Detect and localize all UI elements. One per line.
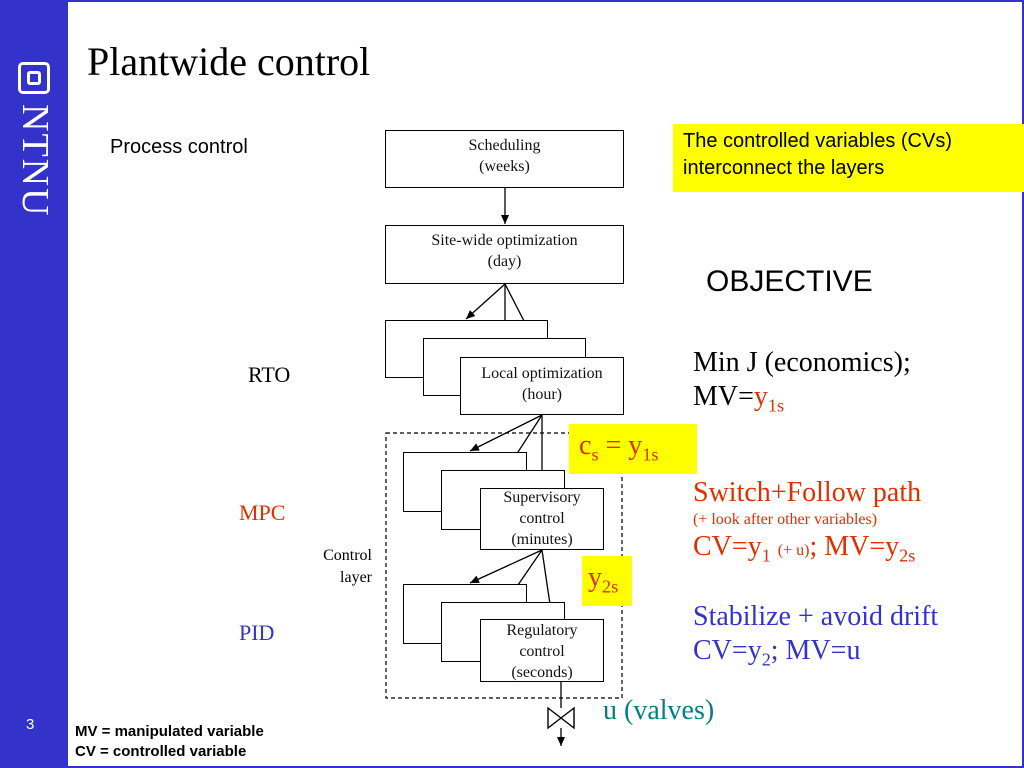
- cs-eq: = y: [598, 430, 643, 461]
- scheduling-box: [385, 130, 624, 188]
- regulatory-time: (seconds): [511, 664, 573, 681]
- rto-y: y: [753, 381, 768, 412]
- objective-heading: OBJECTIVE: [706, 265, 873, 298]
- cs-c: c: [579, 430, 592, 461]
- supervisory-label: Supervisory control (minutes): [480, 487, 604, 550]
- frame-right: [1022, 0, 1024, 768]
- mpc-objective-line-1: Switch+Follow path: [693, 477, 922, 508]
- page-title: Plantwide control: [87, 39, 371, 84]
- legend-cv: CV = controlled variable: [75, 743, 247, 760]
- pid-cv-sub: 2: [761, 649, 771, 670]
- sitewide-text: Site-wide optimization: [431, 232, 578, 249]
- sidebar: NTNU 3: [0, 0, 68, 768]
- pid-label: PID: [239, 620, 275, 645]
- mpc-mv: ; MV=y: [809, 531, 900, 562]
- frame-top: [68, 0, 1024, 2]
- pid-mv: ; MV=u: [770, 635, 861, 666]
- mpc-cv: CV=y: [693, 531, 762, 562]
- mpc-objective-line-3: CV=y1 (+ u); MV=y2s: [693, 530, 921, 573]
- supervisory-text: Supervisory: [503, 489, 581, 506]
- cs-signal: cs = y1s: [569, 424, 697, 474]
- cs-sub: 1s: [642, 444, 659, 465]
- page-number: 3: [26, 716, 35, 733]
- regulatory-label: Regulatory control (seconds): [480, 620, 604, 683]
- regulatory-box: [480, 619, 604, 682]
- rto-mv: MV=: [693, 381, 754, 412]
- valves-label: u (valves): [603, 695, 715, 726]
- local-text: Local optimization: [481, 365, 603, 382]
- cs-c-sub: s: [591, 444, 599, 465]
- rto-objective-line-1: Min J (economics);: [693, 347, 911, 378]
- mpc-mv-sub: 2s: [899, 545, 916, 566]
- local-box: [460, 357, 624, 415]
- frame-bottom: [68, 766, 1024, 768]
- scheduling-text: Scheduling: [468, 137, 541, 154]
- y2s-y: y: [588, 562, 602, 593]
- pid-objective-line-1: Stabilize + avoid drift: [693, 601, 939, 632]
- sitewide-time: (day): [487, 253, 522, 270]
- arrow: [469, 549, 543, 584]
- supervisory-box: [480, 488, 604, 550]
- pid-objective-line-2: CV=y2; MV=u: [693, 634, 938, 677]
- cv-note-line-2: interconnect the layers: [683, 157, 885, 179]
- subtitle: Process control: [110, 136, 248, 158]
- rto-objective-line-2: MV=y1s: [693, 380, 911, 423]
- control-layer-text: Control: [323, 547, 372, 564]
- y2s-sub: 2s: [602, 576, 619, 597]
- cv-note: The controlled variables (CVs) interconn…: [673, 124, 1024, 192]
- legend-mv: MV = manipulated variable: [75, 723, 264, 740]
- pid-cv: CV=y: [693, 635, 762, 666]
- scheduling-time: (weeks): [479, 158, 530, 175]
- ntnu-logo-icon: [18, 62, 50, 94]
- rto-label: RTO: [248, 362, 291, 387]
- local-time: (hour): [522, 386, 562, 403]
- cv-note-line-1: The controlled variables (CVs): [683, 130, 952, 152]
- pid-objective: Stabilize + avoid drift CV=y2; MV=u: [693, 600, 938, 677]
- mpc-cv-sub: 1: [761, 545, 771, 566]
- y2s-signal: y2s: [582, 556, 632, 606]
- mpc-small: (+ u): [777, 542, 810, 559]
- sitewide-label: Site-wide optimization (day): [385, 230, 624, 272]
- arrow: [469, 414, 543, 452]
- local-label: Local optimization (hour): [460, 363, 624, 405]
- supervisory-time: (minutes): [511, 531, 573, 548]
- mpc-objective-line-2: (+ look after other variables): [693, 511, 878, 528]
- legend: MV = manipulated variable CV = controlle…: [75, 722, 264, 762]
- control-layer-box: [385, 432, 623, 699]
- scheduling-label: Scheduling (weeks): [385, 135, 624, 177]
- regulatory-text-2: control: [519, 643, 565, 660]
- mpc-objective: Switch+Follow path (+ look after other v…: [693, 476, 921, 573]
- control-layer-label: Control layer: [290, 545, 372, 589]
- regulatory-text: Regulatory: [506, 622, 578, 639]
- arrow: [465, 283, 506, 320]
- rto-objective: Min J (economics); MV=y1s: [693, 346, 911, 423]
- supervisory-text-2: control: [519, 510, 565, 527]
- mpc-label: MPC: [239, 500, 286, 525]
- valve-icon: [547, 706, 575, 730]
- sitewide-box: [385, 225, 624, 284]
- control-layer-text-2: layer: [340, 569, 372, 586]
- rto-y-sub: 1s: [767, 395, 785, 416]
